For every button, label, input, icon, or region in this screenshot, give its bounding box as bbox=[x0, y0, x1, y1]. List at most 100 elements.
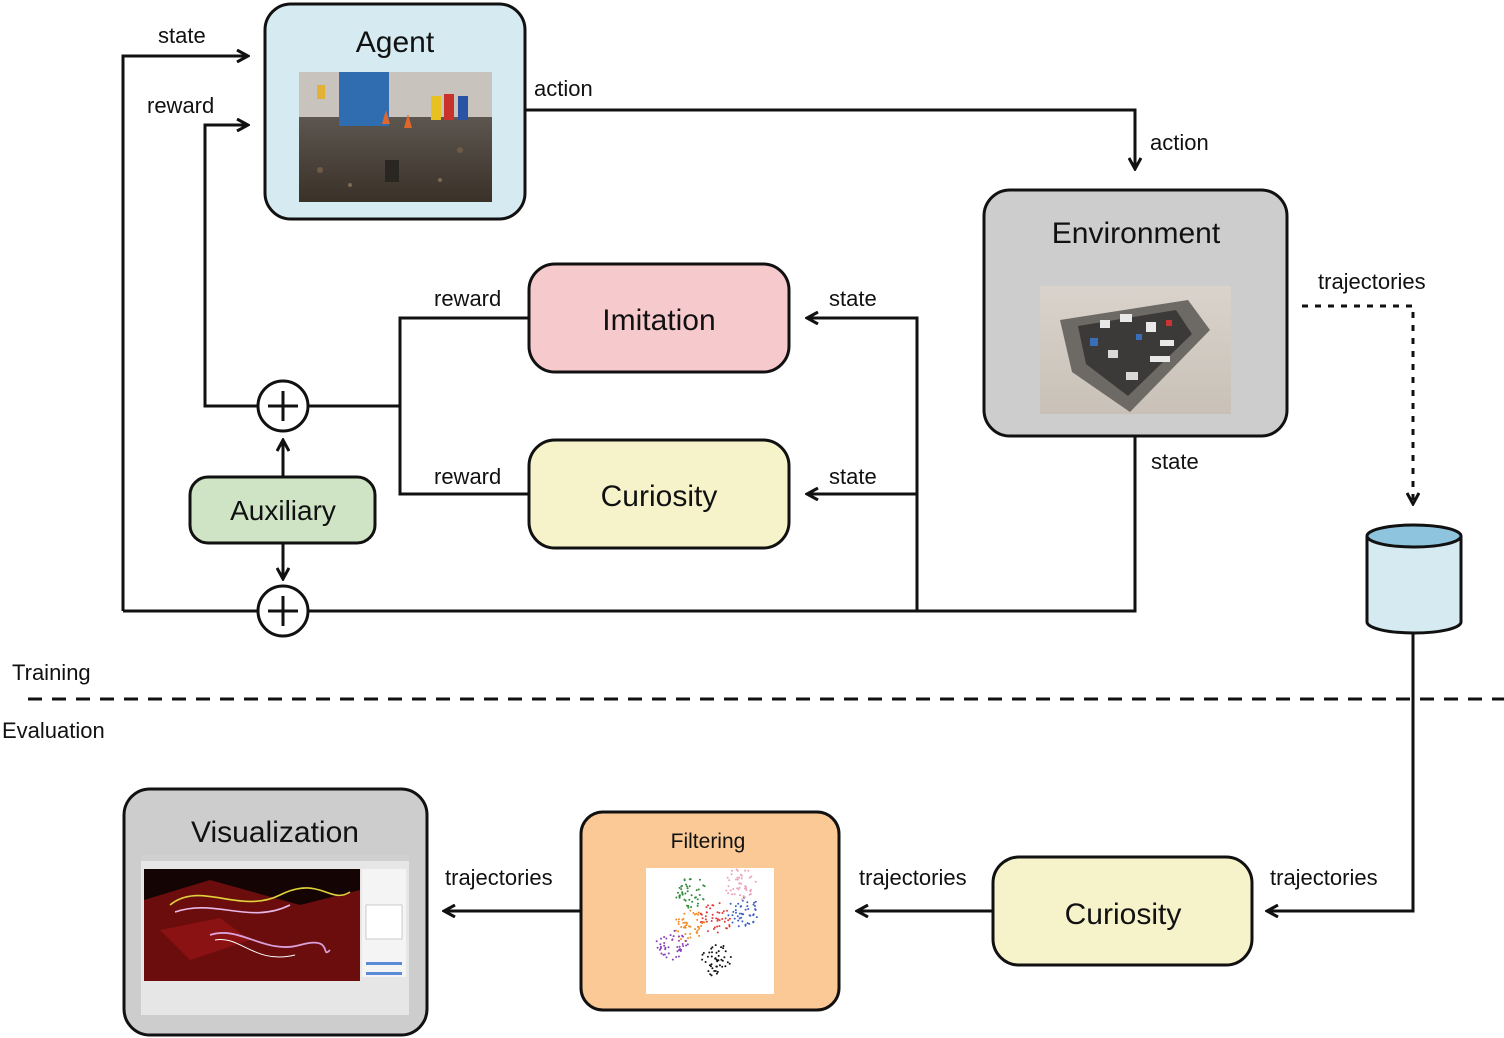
cluster-point bbox=[734, 905, 737, 908]
imitation-state-label: state bbox=[829, 286, 877, 311]
cluster-point bbox=[738, 876, 741, 879]
cluster-point bbox=[677, 918, 680, 921]
agent-node: Agent bbox=[263, 2, 527, 221]
cluster-point bbox=[677, 923, 680, 925]
evaluation-section-label: Evaluation bbox=[2, 718, 105, 743]
visualization-screenshot bbox=[141, 855, 409, 1015]
cluster-point bbox=[708, 951, 711, 954]
visualization-title: Visualization bbox=[191, 816, 359, 849]
cluster-point bbox=[704, 961, 707, 963]
cluster-point bbox=[685, 924, 688, 927]
cluster-point bbox=[739, 873, 742, 876]
cluster-point bbox=[735, 868, 738, 871]
cluster-point bbox=[736, 869, 739, 872]
cluster-point bbox=[737, 888, 740, 891]
cluster-point bbox=[714, 970, 717, 972]
curiosity-training-box bbox=[527, 438, 791, 550]
cluster-point bbox=[689, 925, 692, 928]
cluster-point bbox=[715, 965, 718, 968]
cluster-point bbox=[738, 912, 741, 915]
cluster-point bbox=[718, 964, 721, 967]
curiosity-to-filtering-label: trajectories bbox=[859, 865, 967, 890]
cluster-point bbox=[689, 932, 692, 935]
cluster-point bbox=[754, 900, 757, 903]
cluster-point bbox=[663, 942, 666, 944]
cluster-point bbox=[671, 958, 674, 961]
cluster-point bbox=[750, 875, 753, 878]
state-to-agent-label: state bbox=[158, 23, 206, 48]
cluster-plot-image bbox=[646, 868, 774, 994]
cluster-point bbox=[734, 909, 737, 912]
cluster-point bbox=[677, 939, 680, 942]
cluster-point bbox=[671, 938, 674, 941]
cluster-point bbox=[677, 930, 680, 933]
cluster-point bbox=[727, 919, 730, 922]
cluster-point bbox=[678, 896, 681, 899]
state-branch-edge bbox=[808, 318, 919, 611]
cluster-point bbox=[739, 894, 742, 897]
cluster-point bbox=[698, 894, 701, 896]
cluster-point bbox=[684, 925, 687, 928]
cluster-point bbox=[684, 921, 686, 924]
cluster-point bbox=[744, 885, 747, 888]
cluster-point bbox=[752, 913, 755, 916]
visualization-node: Visualization bbox=[122, 787, 429, 1037]
cluster-point bbox=[710, 974, 713, 977]
cylinder-database-icon bbox=[1365, 523, 1463, 635]
cluster-point bbox=[721, 959, 724, 962]
cluster-point bbox=[677, 920, 680, 923]
cluster-point bbox=[702, 898, 705, 901]
db-to-curiosity-edge bbox=[1268, 631, 1415, 911]
cluster-point bbox=[714, 944, 717, 947]
cluster-point bbox=[713, 926, 716, 929]
cluster-point bbox=[706, 955, 709, 958]
cluster-point bbox=[705, 906, 708, 909]
cluster-point bbox=[709, 907, 712, 910]
cluster-point bbox=[716, 970, 719, 973]
cluster-point bbox=[754, 880, 757, 883]
cluster-point bbox=[698, 878, 701, 881]
cluster-point bbox=[733, 917, 736, 920]
cluster-point bbox=[715, 972, 718, 975]
cluster-point bbox=[660, 952, 663, 955]
cluster-point bbox=[693, 913, 696, 916]
cluster-point bbox=[707, 970, 710, 973]
cluster-point bbox=[677, 955, 680, 958]
cluster-point bbox=[721, 912, 724, 914]
cluster-point bbox=[685, 883, 687, 886]
cluster-point bbox=[737, 925, 740, 928]
cluster-point bbox=[660, 937, 662, 940]
reward-to-agent-edge bbox=[203, 125, 258, 408]
env-state-edge bbox=[305, 437, 1137, 613]
cluster-point bbox=[730, 873, 733, 876]
cluster-point bbox=[726, 909, 728, 912]
cluster-point bbox=[748, 922, 751, 925]
cluster-point bbox=[694, 896, 696, 899]
cluster-point bbox=[669, 934, 672, 937]
cluster-point bbox=[703, 921, 706, 924]
cluster-point bbox=[710, 920, 713, 922]
cluster-point bbox=[667, 952, 670, 955]
cluster-point bbox=[686, 887, 689, 890]
curiosity-training-title: Curiosity bbox=[601, 480, 718, 513]
cluster-point bbox=[687, 906, 690, 909]
cluster-point bbox=[726, 927, 728, 930]
cluster-point bbox=[683, 912, 686, 915]
cluster-point bbox=[699, 912, 702, 915]
cluster-point bbox=[726, 961, 729, 964]
cluster-point bbox=[752, 921, 755, 924]
cluster-point bbox=[681, 892, 684, 895]
cluster-point bbox=[741, 898, 744, 901]
connectors bbox=[121, 56, 1415, 911]
cluster-point bbox=[735, 911, 737, 914]
cluster-point bbox=[696, 929, 699, 932]
cluster-point bbox=[732, 888, 735, 890]
cluster-point bbox=[744, 869, 747, 872]
reward-to-agent-label: reward bbox=[147, 93, 214, 118]
cluster-point bbox=[742, 895, 745, 898]
cluster-point bbox=[704, 915, 707, 918]
cluster-point bbox=[701, 917, 704, 920]
environment-map-image bbox=[1040, 286, 1231, 414]
cluster-point bbox=[667, 946, 670, 949]
action-edge bbox=[526, 108, 1135, 168]
